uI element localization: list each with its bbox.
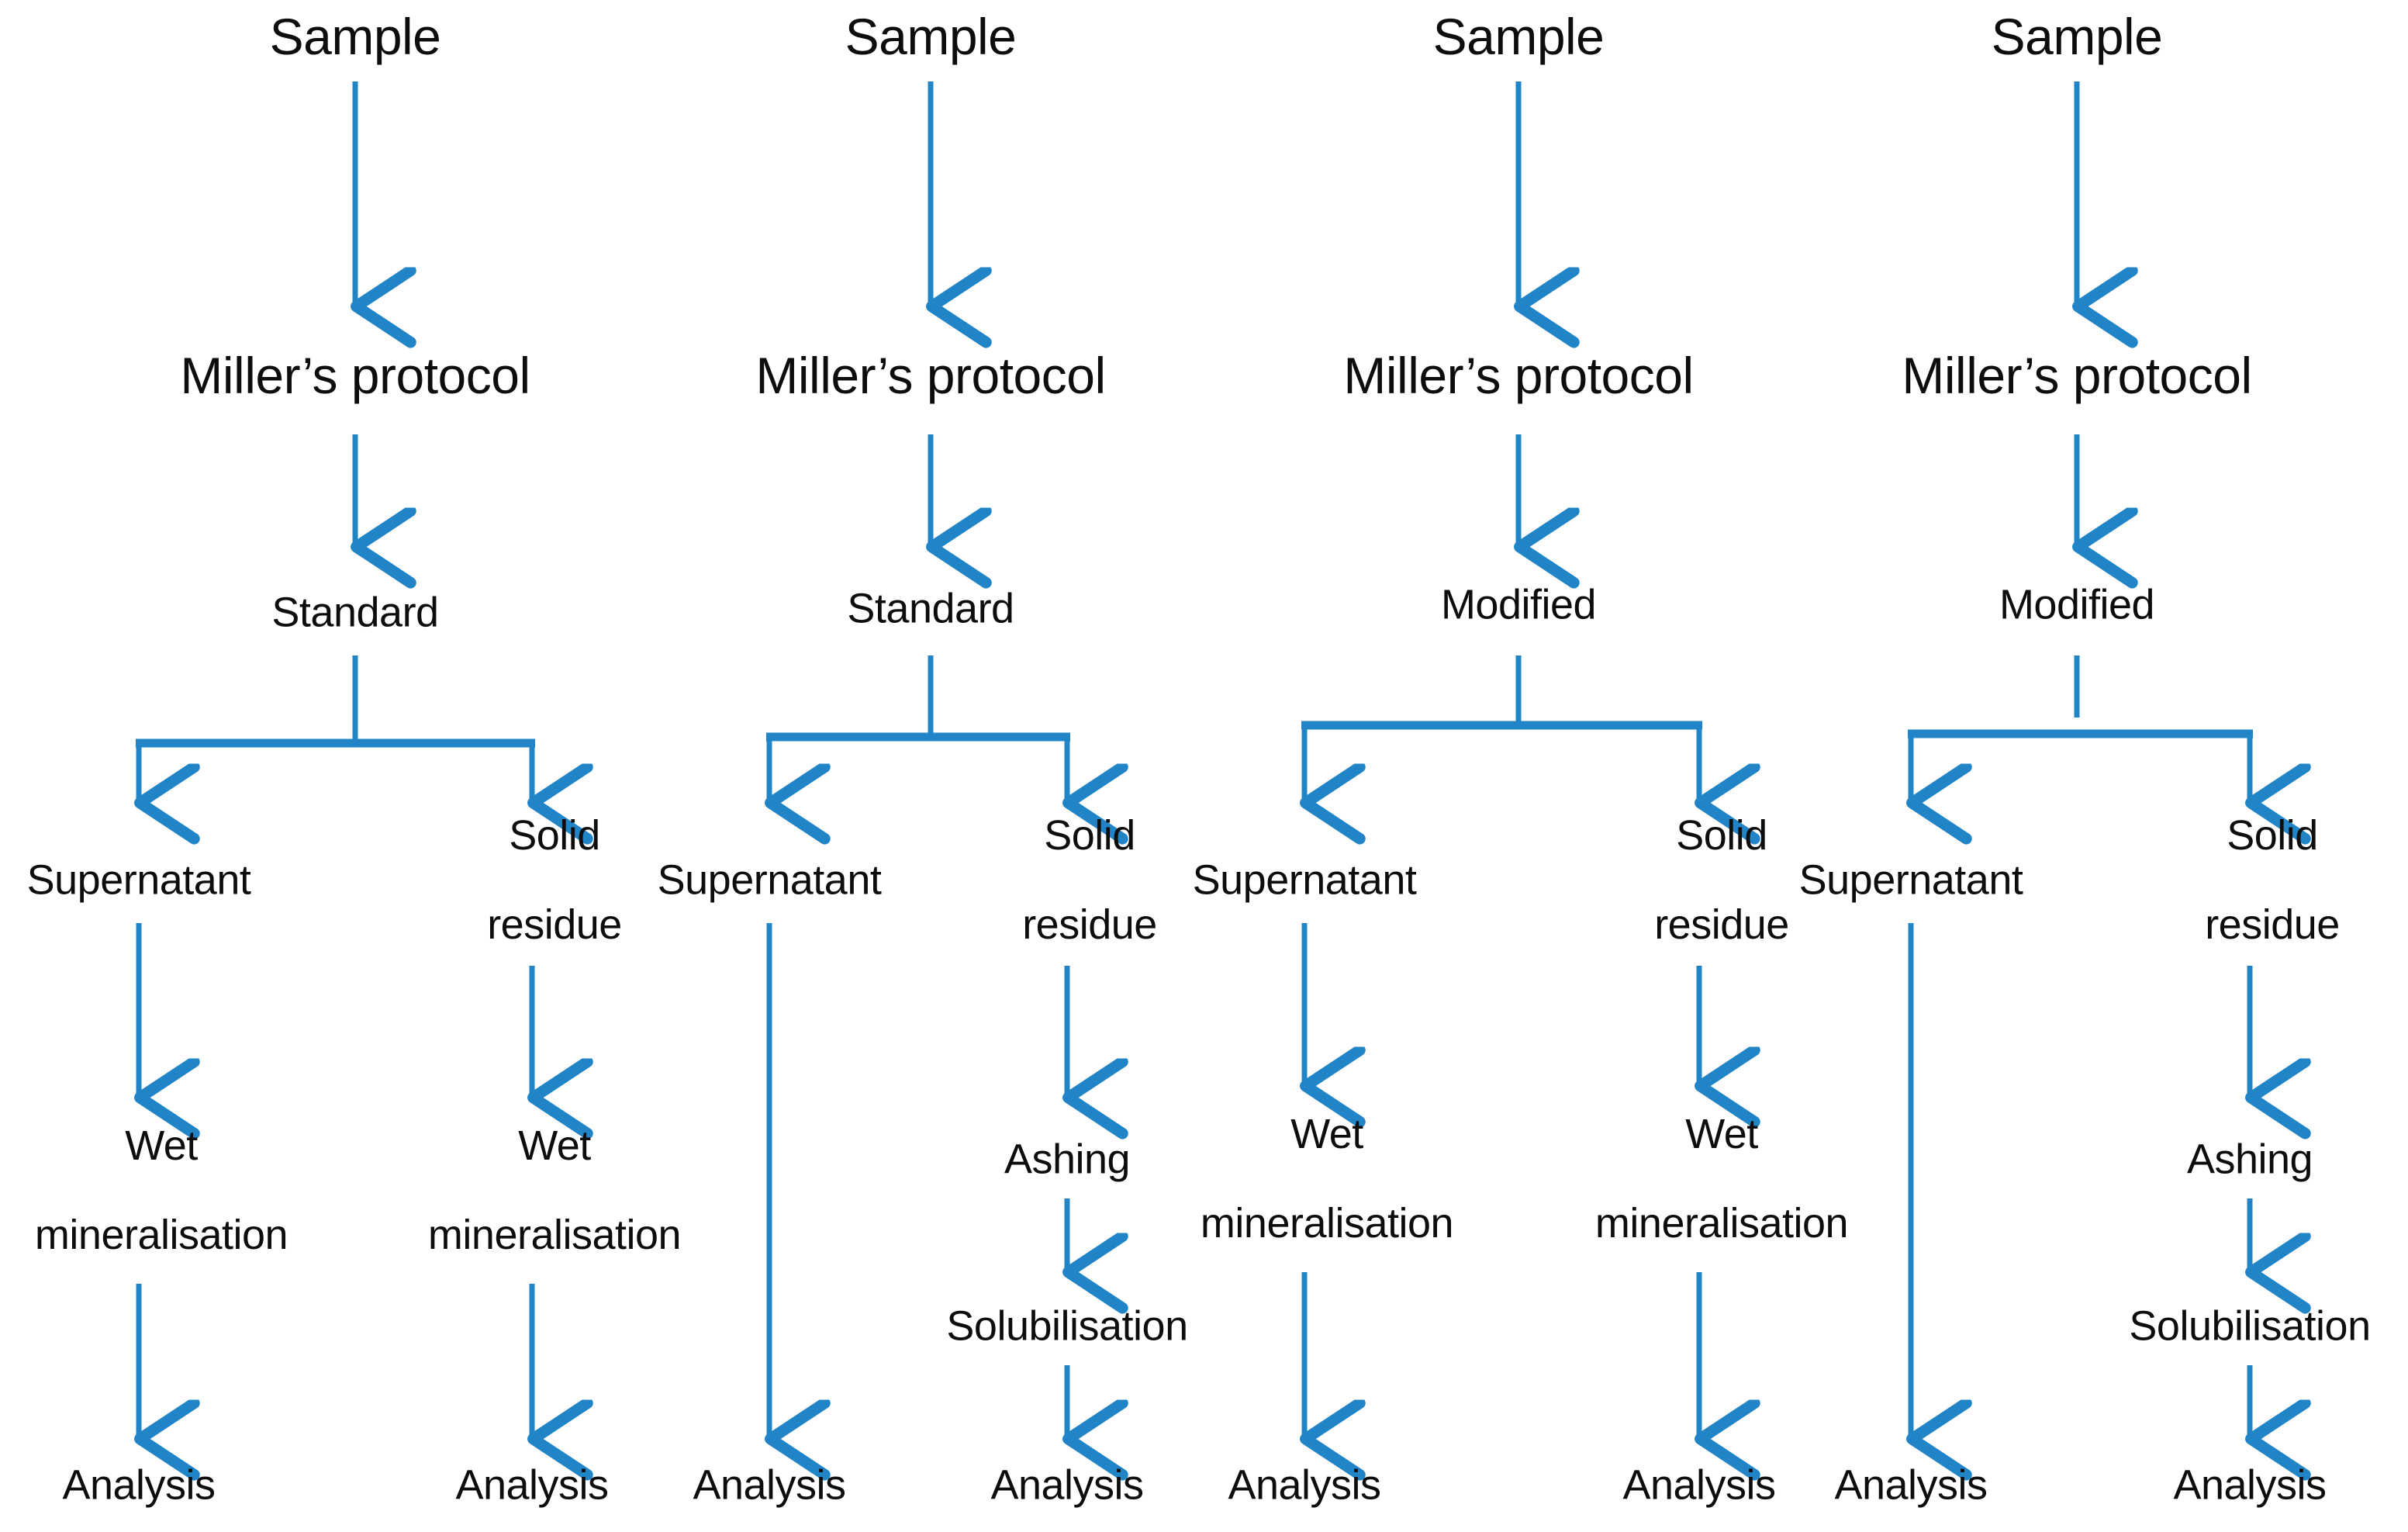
col4-connectors xyxy=(1908,81,2253,1439)
col1-node-sample: Sample xyxy=(269,8,441,66)
col1-node-analysis-right: Analysis xyxy=(455,1461,609,1509)
col1-wetmin-right-line1: Wet xyxy=(518,1122,591,1170)
col2-solid-line1: Solid xyxy=(1044,812,1135,859)
col4-node-supernatant: Supernatant xyxy=(1798,856,2023,904)
col2-node-solid-residue: Solid residue xyxy=(977,769,1157,991)
col1-solid-line2: residue xyxy=(487,901,622,948)
col1-node-wet-mineralisation-left: Wet mineralisation xyxy=(0,1080,288,1302)
col3-wetmin-right-line2: mineralisation xyxy=(1594,1199,1849,1247)
col2-node-solubilisation: Solubilisation xyxy=(946,1302,1188,1350)
col3-solid-line2: residue xyxy=(1654,901,1789,948)
col1-node-branch-standard: Standard xyxy=(271,589,439,636)
col1-connectors xyxy=(136,81,535,1439)
col4-node-analysis-right: Analysis xyxy=(2173,1461,2327,1509)
col2-node-analysis-left: Analysis xyxy=(693,1461,846,1509)
col1-wetmin-left-line2: mineralisation xyxy=(34,1211,288,1258)
col4-node-analysis-left: Analysis xyxy=(1834,1461,1988,1509)
col1-node-protocol: Miller’s protocol xyxy=(180,347,530,405)
col3-wetmin-left-line2: mineralisation xyxy=(1200,1199,1454,1247)
col3-wetmin-right-line1: Wet xyxy=(1685,1111,1758,1158)
col4-node-ashing: Ashing xyxy=(2186,1136,2313,1183)
col3-wetmin-left-line1: Wet xyxy=(1290,1111,1363,1158)
col1-solid-line1: Solid xyxy=(509,812,600,859)
col2-node-supernatant: Supernatant xyxy=(657,856,882,904)
col3-node-branch-modified: Modified xyxy=(1440,581,1597,628)
col4-solid-line1: Solid xyxy=(2227,812,2318,859)
col1-wetmin-right-line2: mineralisation xyxy=(427,1211,682,1258)
col2-node-branch-standard: Standard xyxy=(847,585,1014,632)
col2-node-protocol: Miller’s protocol xyxy=(755,347,1106,405)
col2-node-analysis-right: Analysis xyxy=(990,1461,1144,1509)
col3-node-wet-mineralisation-left: Wet mineralisation xyxy=(1156,1068,1454,1290)
col3-node-analysis-left: Analysis xyxy=(1228,1461,1381,1509)
col1-wetmin-left-line1: Wet xyxy=(125,1122,198,1170)
col3-node-analysis-right: Analysis xyxy=(1622,1461,1776,1509)
col3-node-solid-residue: Solid residue xyxy=(1609,769,1789,991)
col3-connectors xyxy=(1301,81,1702,1439)
col1-node-supernatant: Supernatant xyxy=(26,856,251,904)
col4-node-solid-residue: Solid residue xyxy=(2160,769,2340,991)
col3-node-sample: Sample xyxy=(1432,8,1605,66)
col2-node-sample: Sample xyxy=(845,8,1017,66)
col2-connectors xyxy=(766,81,1070,1439)
col3-node-wet-mineralisation-right: Wet mineralisation xyxy=(1550,1068,1849,1290)
col4-node-branch-modified: Modified xyxy=(1999,581,2155,628)
col1-node-analysis-left: Analysis xyxy=(62,1461,216,1509)
col1-node-solid-residue: Solid residue xyxy=(442,769,622,991)
col3-node-supernatant: Supernatant xyxy=(1192,856,1417,904)
col4-node-solubilisation: Solubilisation xyxy=(2129,1302,2371,1350)
col4-node-protocol: Miller’s protocol xyxy=(1902,347,2252,405)
col3-solid-line1: Solid xyxy=(1676,812,1767,859)
col3-node-protocol: Miller’s protocol xyxy=(1343,347,1694,405)
col4-node-sample: Sample xyxy=(1991,8,2163,66)
col2-node-ashing: Ashing xyxy=(1004,1136,1131,1183)
col4-solid-line2: residue xyxy=(2205,901,2340,948)
col1-node-wet-mineralisation-right: Wet mineralisation xyxy=(383,1080,682,1302)
col2-solid-line2: residue xyxy=(1022,901,1157,948)
